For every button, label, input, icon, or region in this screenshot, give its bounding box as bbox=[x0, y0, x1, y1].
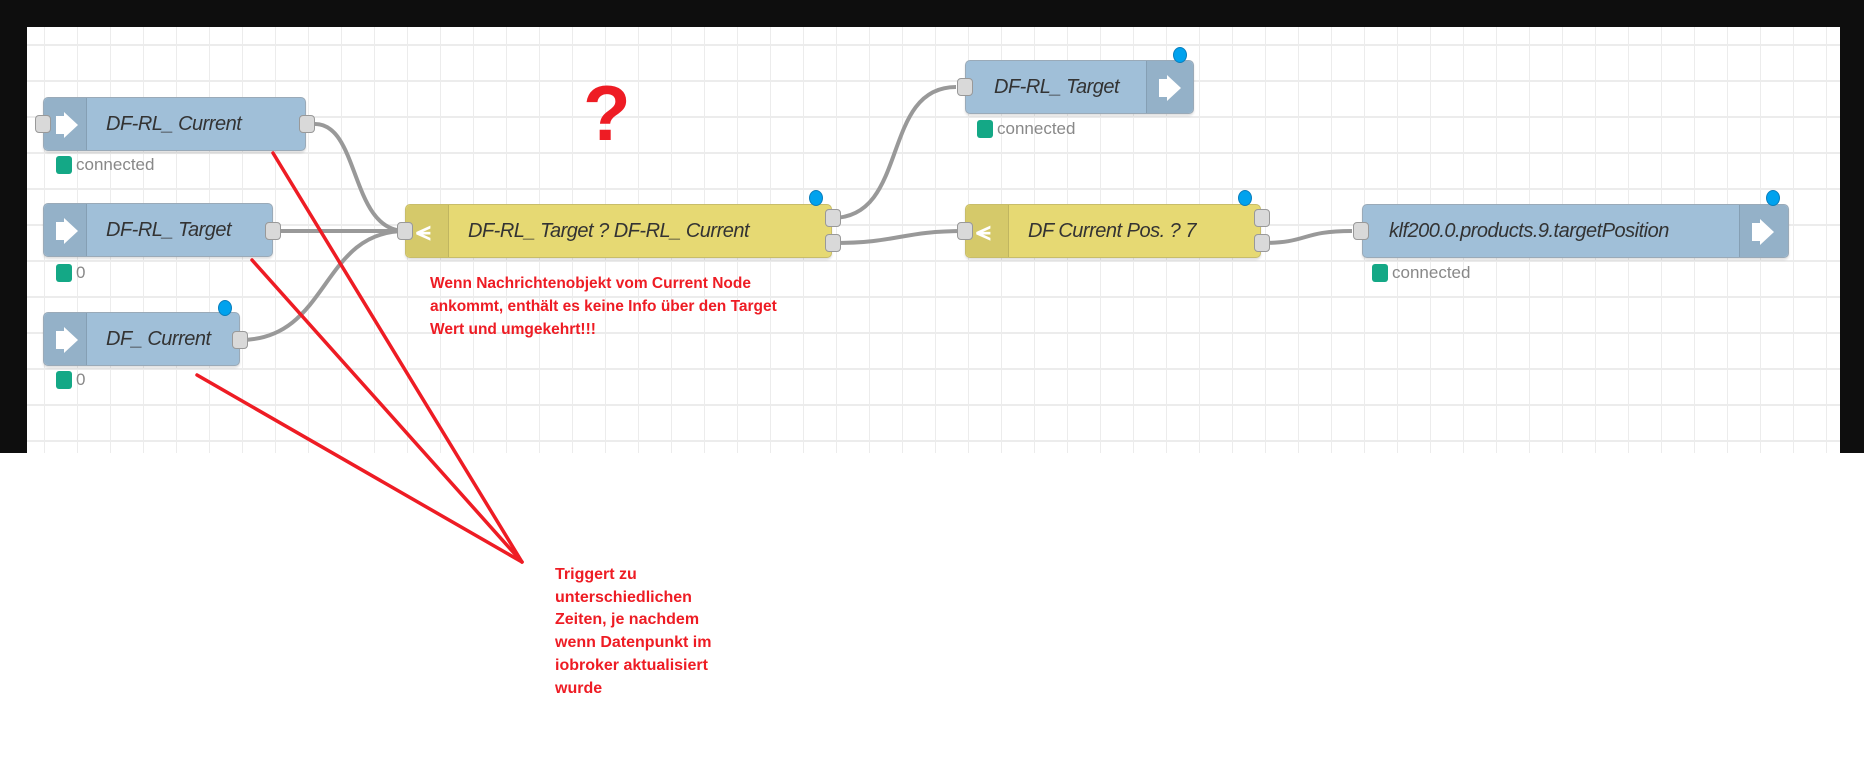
question-mark-annotation: ? bbox=[583, 69, 631, 157]
node-label: DF-RL_ Current bbox=[106, 112, 242, 135]
arrow-right-icon bbox=[1159, 75, 1181, 101]
node-status: 0 bbox=[56, 370, 85, 390]
arrow-right-icon bbox=[1752, 219, 1774, 245]
status-text: 0 bbox=[76, 263, 86, 282]
status-dot-icon bbox=[56, 264, 72, 282]
node-klf200-target-position[interactable]: klf200.0.products.9.targetPosition bbox=[1362, 204, 1789, 258]
note-line: wenn Datenpunkt im bbox=[555, 634, 712, 652]
node-status: connected bbox=[56, 155, 154, 175]
input-port[interactable] bbox=[957, 222, 973, 240]
input-port[interactable] bbox=[1353, 222, 1369, 240]
output-port-1[interactable] bbox=[825, 209, 841, 227]
node-label: DF-RL_ Target bbox=[106, 218, 232, 241]
node-icon-area bbox=[44, 204, 87, 256]
note-line: unterschiedlichen bbox=[555, 588, 692, 606]
note-line: Wert und umgekehrt!!! bbox=[430, 321, 596, 338]
status-dot-icon bbox=[56, 371, 72, 389]
output-port-1[interactable] bbox=[1254, 209, 1270, 227]
node-label: DF-RL_ Target ? DF-RL_ Current bbox=[468, 219, 750, 242]
switch-icon: ⪪ bbox=[976, 216, 991, 246]
note-line: ankommt, enthält es keine Info über den … bbox=[430, 298, 777, 315]
changed-indicator-icon bbox=[1238, 190, 1252, 206]
node-status: connected bbox=[1372, 263, 1470, 283]
note-line: Zeiten, je nachdem bbox=[555, 611, 700, 629]
node-icon-area bbox=[1739, 205, 1788, 257]
node-status: 0 bbox=[56, 263, 85, 283]
output-port-2[interactable] bbox=[1254, 234, 1270, 252]
note-line: Triggert zu bbox=[555, 566, 637, 583]
status-dot-icon bbox=[56, 156, 72, 174]
status-text: connected bbox=[76, 155, 155, 174]
status-dot-icon bbox=[1372, 264, 1388, 282]
arrow-right-icon bbox=[56, 218, 78, 244]
input-port[interactable] bbox=[957, 78, 973, 96]
node-label: DF_ Current bbox=[106, 327, 211, 350]
arrow-right-icon bbox=[56, 112, 78, 138]
node-status: connected bbox=[977, 119, 1075, 139]
input-port[interactable] bbox=[35, 115, 51, 133]
note-line: Wenn Nachrichtenobjekt vom Current Node bbox=[430, 275, 751, 292]
node-df-rl-target-out[interactable]: DF-RL_ Target bbox=[965, 60, 1194, 114]
note-line: wurde bbox=[555, 679, 603, 697]
node-switch-main[interactable]: ⪪ DF-RL_ Target ? DF-RL_ Current bbox=[405, 204, 832, 258]
node-df-rl-target-in[interactable]: DF-RL_ Target bbox=[43, 203, 273, 257]
output-port[interactable] bbox=[232, 331, 248, 349]
changed-indicator-icon bbox=[218, 300, 232, 316]
note-bottom: Triggert zu unterschiedlichen Zeiten, je… bbox=[555, 564, 711, 700]
node-icon-area bbox=[44, 313, 87, 365]
changed-indicator-icon bbox=[1173, 47, 1187, 63]
status-text: connected bbox=[1392, 263, 1471, 282]
status-dot-icon bbox=[977, 120, 993, 138]
node-icon-area: ⪪ bbox=[966, 205, 1009, 257]
status-text: 0 bbox=[76, 370, 86, 389]
output-port-2[interactable] bbox=[825, 234, 841, 252]
node-label: DF-RL_ Target bbox=[994, 75, 1120, 98]
switch-icon: ⪪ bbox=[416, 216, 431, 246]
output-port[interactable] bbox=[299, 115, 315, 133]
node-df-rl-current[interactable]: DF-RL_ Current bbox=[43, 97, 306, 151]
changed-indicator-icon bbox=[1766, 190, 1780, 206]
changed-indicator-icon bbox=[809, 190, 823, 206]
input-port[interactable] bbox=[397, 222, 413, 240]
note-line: iobroker aktualisiert bbox=[555, 656, 708, 674]
node-icon-area bbox=[44, 98, 87, 150]
arrow-right-icon bbox=[56, 327, 78, 353]
status-text: connected bbox=[997, 119, 1076, 138]
node-icon-area bbox=[1146, 61, 1193, 113]
output-port[interactable] bbox=[265, 222, 281, 240]
node-label: DF Current Pos. ? 7 bbox=[1028, 219, 1196, 242]
node-label: klf200.0.products.9.targetPosition bbox=[1389, 219, 1669, 242]
note-top: Wenn Nachrichtenobjekt vom Current Node … bbox=[430, 272, 777, 341]
node-df-current[interactable]: DF_ Current bbox=[43, 312, 240, 366]
node-switch-pos[interactable]: ⪪ DF Current Pos. ? 7 bbox=[965, 204, 1261, 258]
